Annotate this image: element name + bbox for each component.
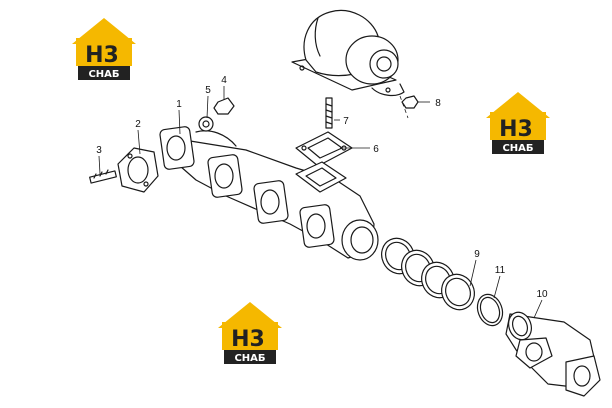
nut-part-4 <box>213 97 235 115</box>
ring-part-11 <box>476 293 504 327</box>
callout-3: 3 <box>96 145 102 156</box>
callout-1: 1 <box>176 99 182 110</box>
seal-rings-part-9 <box>381 237 475 311</box>
gasket-part-6 <box>295 131 353 167</box>
brand-logo-top-left: H3 СНАБ <box>72 18 136 80</box>
brand-logo-right: H3 СНАБ <box>486 92 550 154</box>
washer-part-5 <box>198 116 214 132</box>
logo-mark: H3 <box>499 117 533 142</box>
logo-mark: H3 <box>85 43 119 68</box>
callout-9: 9 <box>474 249 480 260</box>
callout-labels: 1 2 3 4 5 6 7 8 9 10 11 <box>96 75 548 300</box>
exhaust-pipe-part-10 <box>505 311 601 397</box>
callout-10: 10 <box>536 289 548 300</box>
logo-mark: H3 <box>231 327 265 352</box>
logo-word: СНАБ <box>234 353 265 364</box>
callout-11: 11 <box>495 265 506 276</box>
callout-8: 8 <box>435 98 441 109</box>
callout-6: 6 <box>373 144 379 155</box>
stud-part-3 <box>89 169 117 184</box>
nut-part-8 <box>399 95 419 119</box>
callout-4: 4 <box>221 75 227 86</box>
leader-lines <box>98 86 543 319</box>
callout-7: 7 <box>343 116 349 127</box>
logo-word: СНАБ <box>502 143 533 154</box>
brand-logo-bottom: H3 СНАБ <box>218 302 282 364</box>
exhaust-manifold-part-1 <box>159 126 379 261</box>
callout-5: 5 <box>205 85 211 96</box>
logo-word: СНАБ <box>88 69 119 80</box>
turbocharger <box>291 9 405 97</box>
stud-part-7 <box>325 97 333 129</box>
gasket-part-2 <box>117 147 159 193</box>
callout-2: 2 <box>135 119 141 130</box>
